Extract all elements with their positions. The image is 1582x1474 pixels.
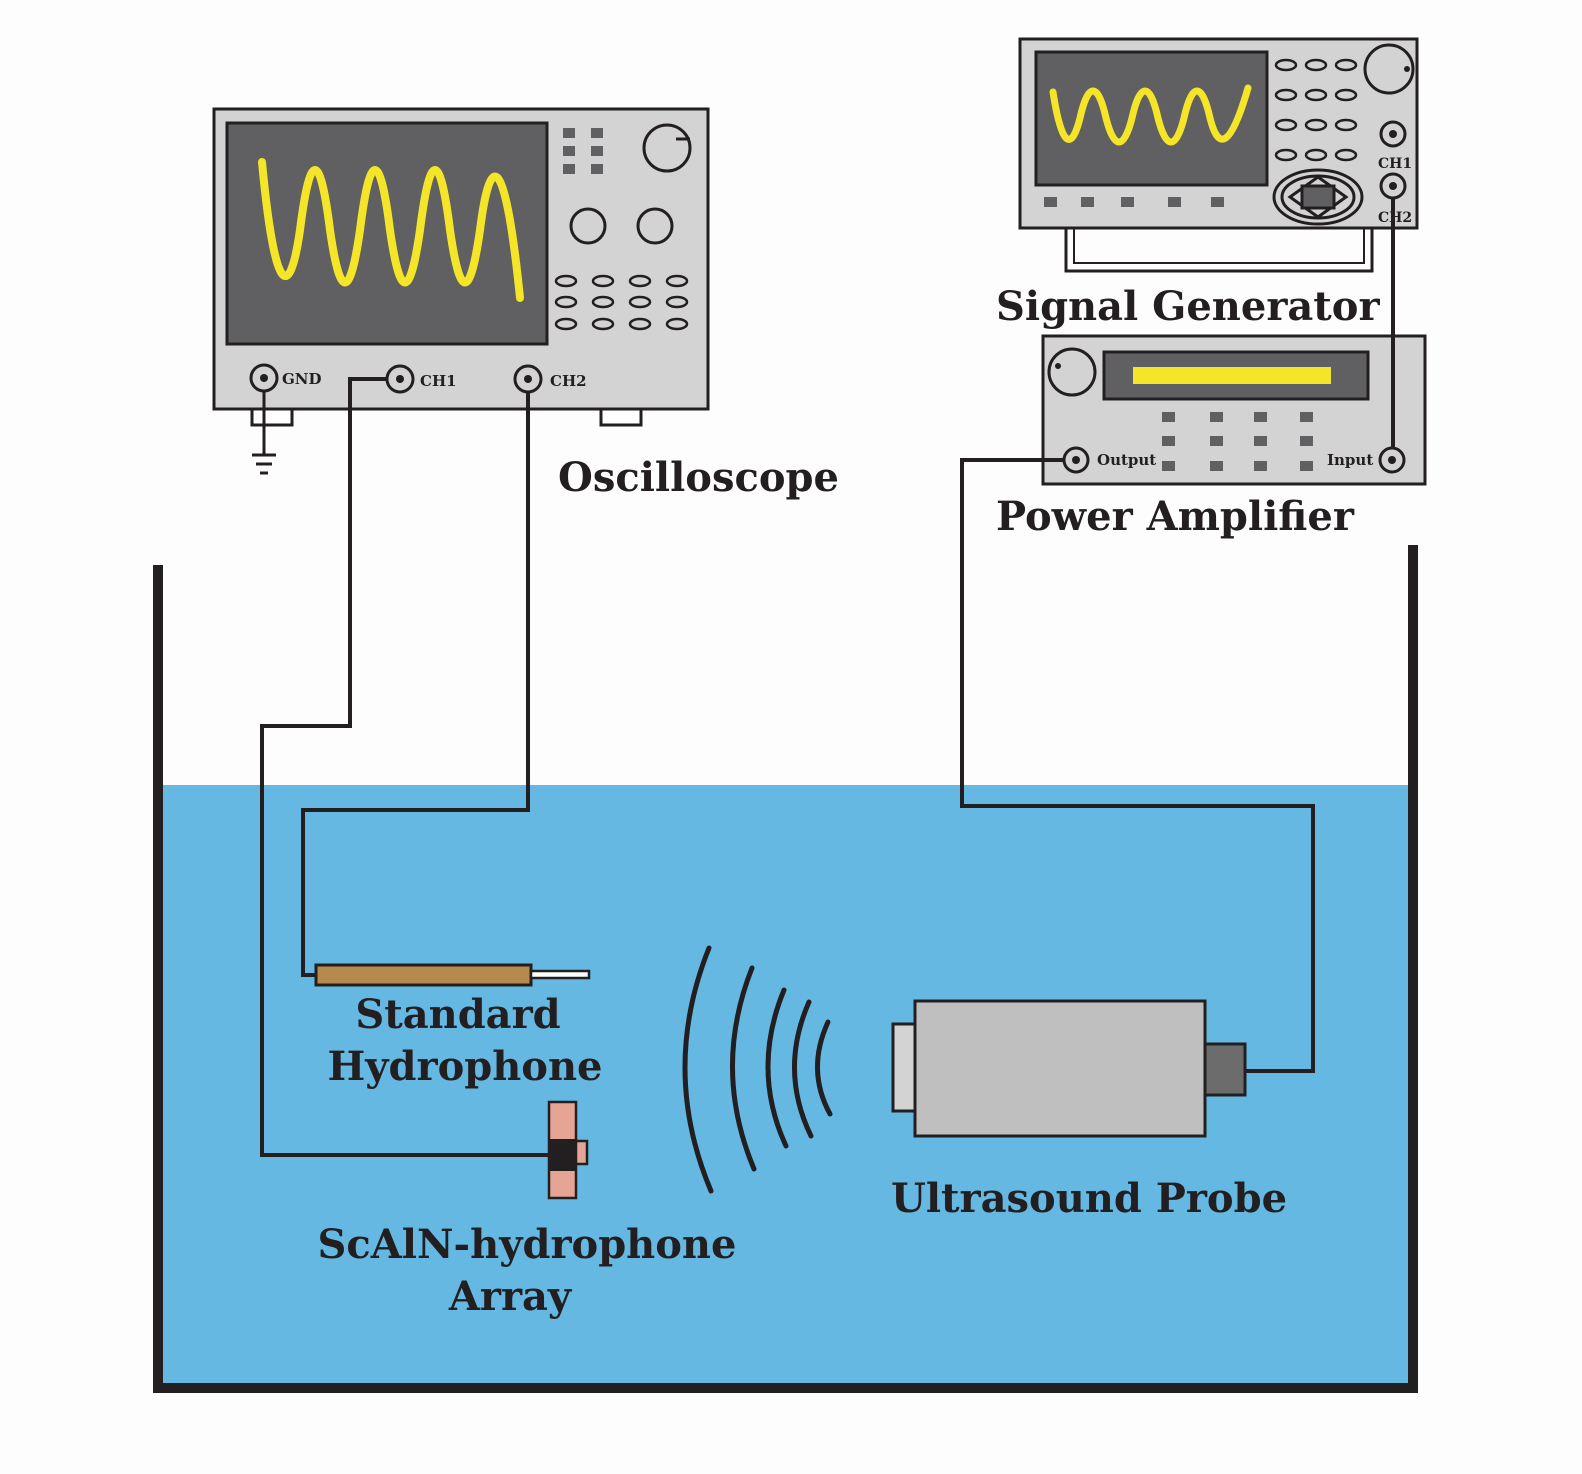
ground-icon <box>252 391 276 475</box>
cables <box>260 198 1395 1157</box>
power-amplifier-level-bar <box>1133 367 1331 384</box>
oscilloscope-knob-left[interactable] <box>569 207 607 245</box>
ultrasound-probe-connector <box>1203 1042 1247 1097</box>
standard-hydrophone-label-line1: Standard <box>355 991 560 1038</box>
signal-generator-label: Signal Generator <box>996 283 1380 330</box>
cable-ch2-to-standard-hydrophone <box>301 392 530 977</box>
signal-generator-oval-buttons[interactable] <box>1274 58 1358 162</box>
power-amplifier: Output Input <box>1041 334 1427 486</box>
oscilloscope-foot-right <box>599 407 643 427</box>
oscilloscope: GND CH1 CH2 <box>212 107 710 475</box>
signal-generator-ch1-port[interactable] <box>1379 120 1407 148</box>
ultrasound-probe <box>891 999 1247 1138</box>
power-amplifier-label: Power Amplifier <box>996 493 1355 540</box>
oscilloscope-label: Oscilloscope <box>558 454 839 501</box>
water-tank <box>153 545 1418 1393</box>
oscilloscope-ch2-label: CH2 <box>550 372 587 390</box>
ultrasound-probe-face <box>891 1022 918 1113</box>
signal-generator-knob[interactable] <box>1363 43 1415 95</box>
oscilloscope-waveform <box>258 158 524 302</box>
signal-generator-ch1-label: CH1 <box>1378 156 1412 172</box>
scaln-connector <box>549 1139 576 1171</box>
power-amplifier-knob[interactable] <box>1047 347 1097 397</box>
signal-generator: CH1 CH2 <box>1018 37 1419 273</box>
oscilloscope-main-knob[interactable] <box>642 123 692 173</box>
power-amplifier-output-label: Output <box>1097 451 1156 469</box>
cable-ch1-to-scaln-array <box>260 377 550 1157</box>
oscilloscope-gnd-label: GND <box>282 370 322 388</box>
oscilloscope-ch1-label: CH1 <box>420 372 457 390</box>
signal-generator-screen <box>1034 50 1269 187</box>
oscilloscope-small-buttons[interactable] <box>563 128 603 174</box>
scaln-back-tab <box>574 1139 589 1166</box>
cable-amplifier-to-probe <box>960 458 1315 1073</box>
standard-hydrophone <box>314 963 591 987</box>
power-amplifier-buttons[interactable] <box>1162 412 1313 471</box>
ultrasound-probe-label: Ultrasound Probe <box>891 1175 1287 1222</box>
oscilloscope-foot-left <box>250 407 294 427</box>
scaln-array-label-line1: ScAlN-hydrophone <box>318 1221 737 1268</box>
power-amplifier-input-label: Input <box>1327 451 1373 469</box>
signal-generator-nav-pad[interactable] <box>1272 168 1364 226</box>
signal-generator-screen-buttons[interactable] <box>1044 197 1224 207</box>
acoustic-waves <box>682 945 833 1194</box>
signal-generator-waveform <box>1049 84 1252 146</box>
signal-generator-stand <box>1064 226 1374 273</box>
standard-hydrophone-tip <box>529 969 591 980</box>
scaln-hydrophone-array <box>547 1100 589 1200</box>
ultrasound-probe-body <box>913 999 1207 1138</box>
standard-hydrophone-rod <box>314 963 533 987</box>
standard-hydrophone-label-line2: Hydrophone <box>327 1043 602 1090</box>
signal-generator-ch2-label: CH2 <box>1378 210 1412 226</box>
oscilloscope-oval-buttons[interactable] <box>554 274 689 331</box>
scaln-array-label-line2: Array <box>448 1273 573 1320</box>
oscilloscope-knob-right[interactable] <box>636 207 674 245</box>
